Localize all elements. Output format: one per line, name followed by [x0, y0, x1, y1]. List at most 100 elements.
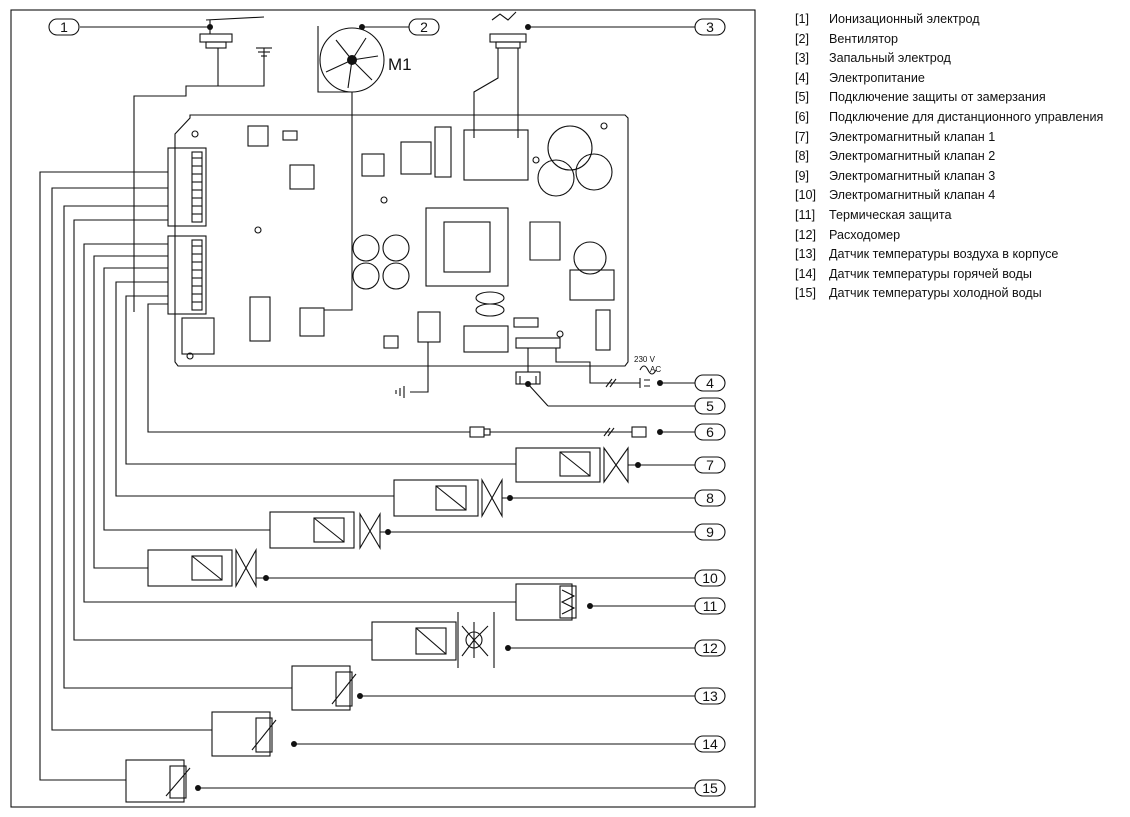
board-transformer	[425, 207, 509, 287]
leader-dot	[195, 785, 201, 791]
callout-number: 2	[420, 19, 428, 35]
callout-15: 15	[694, 779, 726, 797]
board-chip	[463, 325, 509, 353]
callout-number: 15	[702, 780, 718, 796]
board-hole	[380, 196, 388, 204]
board-relay	[463, 129, 529, 181]
callout-11: 11	[694, 597, 726, 615]
board-component	[595, 309, 611, 351]
voltage-label: 230 V	[634, 355, 656, 364]
callout-12: 12	[694, 639, 726, 657]
callout-6: 6	[694, 423, 726, 441]
legend-item-number: [3]	[795, 51, 810, 66]
legend-item-number: [14]	[795, 266, 817, 281]
legend-item-number: [9]	[795, 168, 810, 183]
legend-item-text: Термическая защита	[829, 207, 952, 222]
legend-item-number: [6]	[795, 109, 810, 124]
fan-hub	[347, 55, 357, 65]
legend-item-text: Ионизационный электрод	[829, 12, 980, 26]
callout-2: 2	[408, 18, 440, 36]
solenoid-valve-3	[269, 511, 698, 551]
fan-motor	[317, 26, 385, 311]
ionization-electrode	[133, 16, 265, 312]
legend-item-text: Электромагнитный клапан 3	[829, 168, 996, 183]
board-hole	[191, 130, 199, 138]
legend-item-text: Электромагнитный клапан 1	[829, 129, 996, 144]
legend-item: [3] Запальный электрод	[795, 49, 1125, 69]
legend-item: [14]Датчик температуры горячей воды	[795, 265, 1125, 285]
legend-item: [8]Электромагнитный клапан 2	[795, 147, 1125, 167]
callout-bubble	[48, 18, 80, 36]
legend-item: [9] Электромагнитный клапан 3	[795, 167, 1125, 187]
board-chip	[434, 126, 452, 178]
legend-item-text: Запальный электрод	[829, 51, 951, 66]
leader-dot	[357, 693, 363, 699]
cold-water-sensor	[125, 759, 698, 803]
callout-bubble	[694, 523, 726, 541]
callout-bubble	[408, 18, 440, 36]
callout-number: 10	[702, 570, 718, 586]
flow-meter	[371, 612, 698, 668]
callout-bubble	[694, 569, 726, 587]
legend-item: [7] Электромагнитный клапан 1	[795, 128, 1125, 148]
board-choke	[475, 303, 505, 317]
callout-bubble	[694, 597, 726, 615]
board-connector	[249, 296, 271, 342]
board-connector	[417, 311, 441, 343]
board-chip	[289, 164, 315, 190]
control-board	[174, 114, 629, 367]
legend-item-number: [8]	[795, 149, 810, 164]
callout-bubble	[694, 423, 726, 441]
legend-item-number: [4]	[795, 70, 810, 85]
board-hole	[532, 156, 540, 164]
motor-label: M1	[388, 55, 412, 74]
callout-7: 7	[694, 456, 726, 474]
legend-item-number: [15]	[795, 286, 817, 301]
legend-item: [13]Датчик температуры воздуха в корпусе	[795, 245, 1125, 265]
callout-8: 8	[694, 489, 726, 507]
callout-5: 5	[694, 397, 726, 415]
legend-item-number: [10]	[795, 188, 817, 203]
leader-dot	[207, 24, 213, 30]
legend-item-text: Подключение для дистанционного управлени…	[829, 109, 1104, 124]
callout-bubble	[694, 456, 726, 474]
board-chip	[400, 141, 432, 175]
board-hole	[254, 226, 262, 234]
leader-dot	[385, 529, 391, 535]
board-component	[569, 269, 615, 301]
board-connector-upper	[167, 147, 207, 227]
board-chip	[513, 317, 539, 328]
board-chip	[247, 125, 269, 147]
board-connector-lower	[167, 235, 207, 315]
leader-dot	[291, 741, 297, 747]
leader-dot	[587, 603, 593, 609]
air-temperature-sensor	[291, 665, 698, 711]
callout-number: 1	[60, 19, 68, 35]
legend-item: [11]Термическая защита	[795, 206, 1125, 226]
board-capacitor	[382, 234, 410, 262]
board-hole	[600, 122, 608, 130]
board-heatsink	[529, 221, 561, 261]
board-connector	[299, 307, 325, 337]
legend-item: [1] Ионизационный электрод	[795, 10, 1125, 30]
callout-bubble	[694, 397, 726, 415]
callout-number: 5	[706, 398, 714, 414]
leader-dot	[657, 429, 663, 435]
board-capacitor	[547, 125, 593, 171]
legend-item-number: [1]	[795, 12, 810, 26]
callout-4: 4	[694, 374, 726, 392]
leader-dot	[359, 24, 365, 30]
legend-item: [15]Датчик температуры холодной воды	[795, 284, 1125, 304]
leader-dot	[505, 645, 511, 651]
board-capacitor	[352, 234, 380, 262]
callout-bubble	[694, 639, 726, 657]
leader-dot	[525, 381, 531, 387]
callout-10: 10	[694, 569, 726, 587]
legend-item-number: [7]	[795, 129, 810, 144]
legend-item-text: Подключение защиты от замерзания	[829, 90, 1046, 105]
solenoid-valve-1	[515, 446, 698, 484]
callout-bubble	[694, 687, 726, 705]
remote-control-connector	[469, 426, 647, 438]
board-chip	[361, 153, 385, 177]
